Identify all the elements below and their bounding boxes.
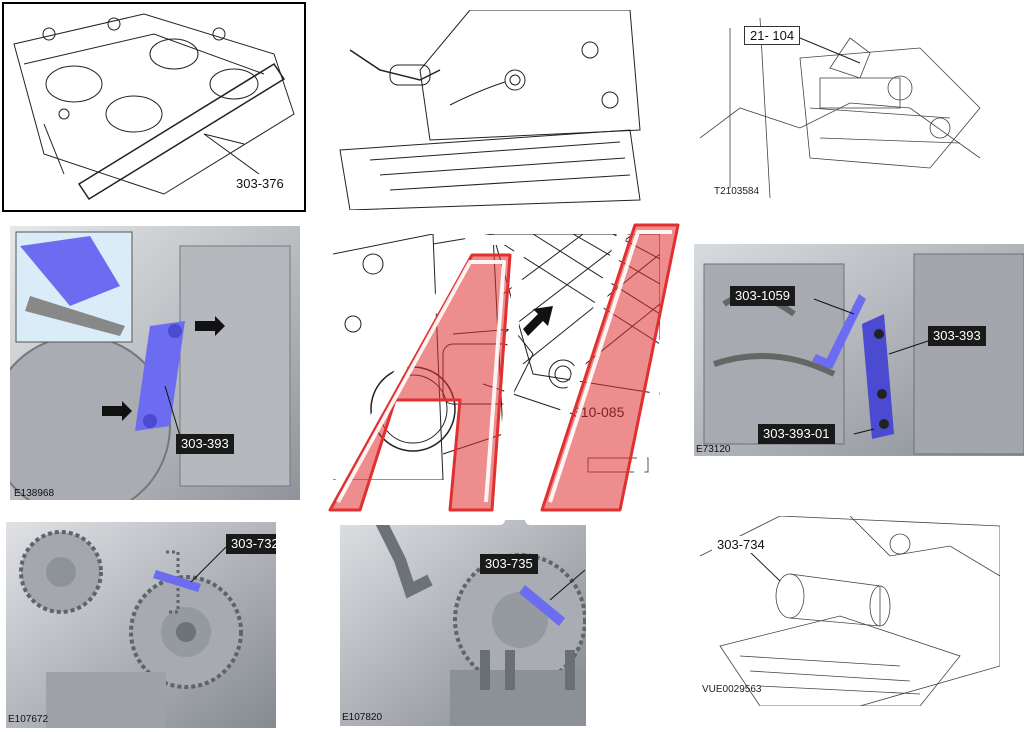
oil-pan-line-drawing — [339, 10, 641, 210]
figure-id-p8: E107820 — [342, 712, 383, 723]
engine-render-303-732 — [6, 522, 276, 728]
figure-id-p9: VUE0029563 — [702, 684, 762, 695]
callout-303-376: 303-376 — [236, 176, 284, 191]
panel-camshaft-alignment: 303-376 — [2, 2, 306, 212]
camshaft-line-drawing — [13, 13, 295, 201]
callout-21-104: 21- 104 — [744, 26, 801, 45]
panel-tool-303-1059: 303-1059 303-393 303-393-01 E73120 — [694, 244, 1024, 456]
figure-id-p3: T2103584 — [714, 186, 760, 197]
figure-id-p6: E73120 — [696, 444, 731, 455]
engine-render-303-735 — [340, 520, 586, 726]
tool-303-734-line-drawing — [700, 516, 1000, 706]
panel-tool-310-085: 310-085 — [333, 234, 660, 480]
callout-303-735: 303-735 — [480, 554, 538, 574]
panel-oil-pan — [330, 10, 650, 210]
callout-303-393: 303-393 — [176, 434, 234, 454]
panel-tool-303-393: 303-393 E138968 — [10, 226, 300, 500]
tool-310-085-line-drawing — [333, 234, 660, 480]
callout-303-732: 303-732 — [226, 534, 276, 554]
callout-310-085: 310-085 — [573, 404, 625, 420]
figure-id-p7: E107672 — [8, 714, 49, 725]
panel-tool-303-732: 303-732 E107672 — [6, 522, 276, 728]
panel-tool-303-734: 303-734 VUE0029563 — [700, 516, 1000, 706]
engine-render-303-1059 — [694, 244, 1024, 456]
figure-id-p4: E138968 — [14, 488, 55, 499]
callout-303-734: 303-734 — [712, 536, 770, 553]
engine-render-303-393 — [10, 226, 300, 500]
callout-303-393-01: 303-393-01 — [758, 424, 835, 444]
callout-303-393-b: 303-393 — [928, 326, 986, 346]
callout-303-1059: 303-1059 — [730, 286, 795, 306]
tool-21-104-line-drawing — [700, 17, 981, 199]
panel-tool-303-735: 303-735 E107820 — [340, 520, 586, 726]
panel-tool-21-104: 21- 104 T2103584 — [700, 8, 1000, 203]
